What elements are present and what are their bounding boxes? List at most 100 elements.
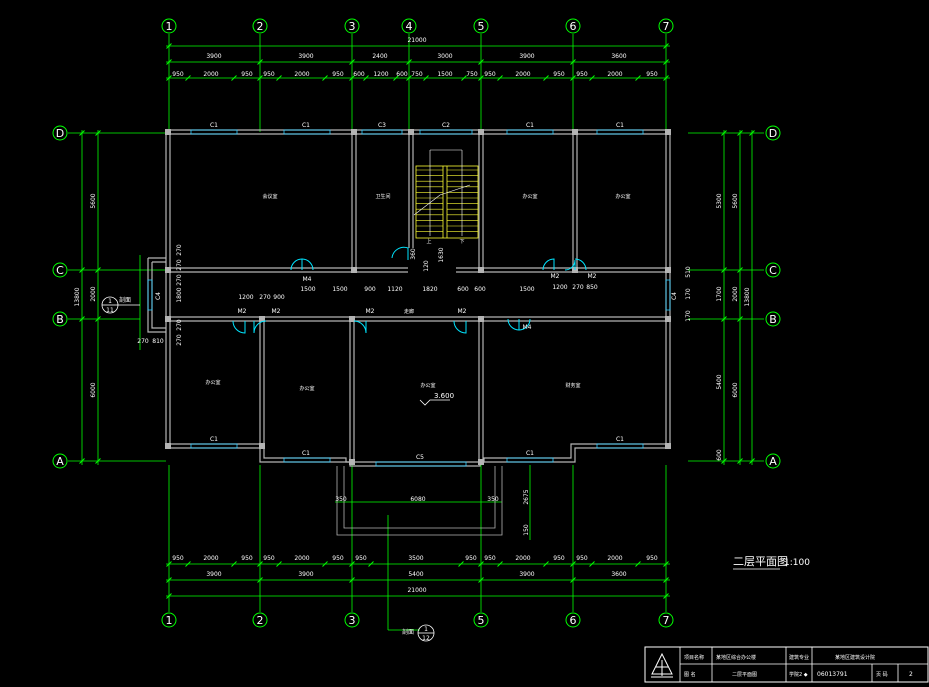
dim-bottom-bay-2: 5400 xyxy=(408,571,423,578)
dim-entrance-0: 350 xyxy=(335,496,347,503)
dim-right-sub-1: 1700 xyxy=(716,286,723,301)
axis-bubble-right-A-label: A xyxy=(769,455,777,468)
room-label-7: 财务室 xyxy=(565,382,580,389)
axis-bubble-bottom-3: 3 xyxy=(344,612,360,628)
dim-bottom-seg-1: 2000 xyxy=(203,555,218,562)
axis-bubble-top-2-label: 2 xyxy=(257,20,264,33)
dim-right-door-1: 270 xyxy=(572,284,584,291)
stair-down-label: 下 xyxy=(459,239,464,245)
door-label-6: M2 xyxy=(551,273,560,280)
tb-design-value: 某地区建筑设计院 xyxy=(835,654,875,661)
dim-corridor-1: 1500 xyxy=(332,286,347,293)
door-label-0: M4 xyxy=(303,276,312,283)
axis-bubble-right-B: B xyxy=(765,311,781,327)
dim-top-overall: 21000 xyxy=(407,37,426,44)
dim-entrance-2: 350 xyxy=(487,496,499,503)
dim-right-bay-2: 6000 xyxy=(732,382,739,397)
axis-bubble-top-1: 1 xyxy=(161,18,177,34)
section-mark-bottom: 1 12 剖面 xyxy=(402,624,435,642)
axis-bubble-top-4-label: 4 xyxy=(406,20,413,33)
room-label-1: 卫生间 xyxy=(375,193,390,200)
detail-mark-num: 1 xyxy=(424,626,428,633)
window-label-bottom-3: C1 xyxy=(526,450,534,457)
room-label-2: 办公室 xyxy=(522,193,537,200)
section-mark-label: 剖面 xyxy=(119,296,131,304)
dim-entrance-1: 6080 xyxy=(410,496,425,503)
tb-drawing-name: 二层平面图 xyxy=(732,672,757,678)
dim-left-small-3: 270 xyxy=(176,319,183,331)
dim-bottom-seg-3: 950 xyxy=(263,555,275,562)
dim-left-bay-2: 6000 xyxy=(90,382,97,397)
tb-student-value: 06013791 xyxy=(817,671,848,678)
detail-mark-den: 12 xyxy=(422,635,430,642)
dim-bottom-seg-2: 950 xyxy=(241,555,253,562)
detail-mark-label: 剖面 xyxy=(402,628,414,636)
window-label-side-left: C4 xyxy=(155,292,162,300)
dim-top-seg-7: 1200 xyxy=(373,71,388,78)
axis-bubble-top-6: 6 xyxy=(565,18,581,34)
door-label-3: M2 xyxy=(366,308,375,315)
walls xyxy=(147,129,671,467)
axis-bubble-left-B-label: B xyxy=(56,313,64,326)
dim-corridor-4: 1820 xyxy=(422,286,437,293)
axis-bubble-top-7: 7 xyxy=(658,18,674,34)
axis-bubble-right-B-label: B xyxy=(769,313,777,326)
window-label-top-3: C2 xyxy=(442,122,450,129)
window-label-bottom-4: C1 xyxy=(616,436,624,443)
axis-bubble-right-C-label: C xyxy=(769,264,777,277)
dim-top-bay-0: 3900 xyxy=(206,53,221,60)
room-label-4: 办公室 xyxy=(205,379,220,386)
axis-bubble-bottom-6: 6 xyxy=(565,612,581,628)
window-label-side-right: C4 xyxy=(671,292,678,300)
dim-top-bay-2: 2400 xyxy=(372,53,387,60)
dim-top-seg-13: 2000 xyxy=(515,71,530,78)
dim-left-overall: 13800 xyxy=(74,287,81,306)
dim-left-small-6: 270 xyxy=(137,338,149,345)
dim-bottom-seg-7: 3500 xyxy=(408,555,423,562)
dim-right-small-0: 510 xyxy=(685,266,692,278)
drawing-title-group: 二层平面图 1:100 xyxy=(733,555,810,570)
elevation-mark: 3.600 xyxy=(419,392,454,406)
elevation-value: 3.600 xyxy=(434,392,454,400)
dim-top-seg-0: 950 xyxy=(172,71,184,78)
dim-right-sub-0: 5300 xyxy=(716,193,723,208)
dim-top-seg-6: 600 xyxy=(353,71,365,78)
corridor-label: 走廊 xyxy=(404,308,414,315)
dim-bottom-seg-6: 950 xyxy=(355,555,367,562)
room-label-5: 办公室 xyxy=(299,385,314,392)
dim-stair-0: 360 xyxy=(410,248,417,260)
door-label-5: M4 xyxy=(523,324,532,331)
stair-treads xyxy=(416,169,478,232)
window-label-top-0: C1 xyxy=(210,122,218,129)
section-mark-den: 11 xyxy=(106,307,114,314)
axis-bubble-left-A: A xyxy=(52,453,68,469)
room-label-6: 办公室 xyxy=(420,382,435,389)
dim-bottom-seg-4: 2000 xyxy=(294,555,309,562)
axis-bubble-top-5-label: 5 xyxy=(478,20,485,33)
axis-bubble-bottom-1-label: 1 xyxy=(166,614,173,627)
staircase xyxy=(415,165,479,239)
dim-right-bay-0: 5600 xyxy=(732,193,739,208)
axis-bubble-top-5: 5 xyxy=(473,18,489,34)
dim-top-seg-9: 750 xyxy=(411,71,423,78)
title-block: 项目名称 某地区综合办公楼 图 名 二层平面图 建筑专业 某地区建筑设计院 学院… xyxy=(644,646,929,683)
dim-bottom-seg-0: 950 xyxy=(172,555,184,562)
dim-top-bay-5: 3600 xyxy=(611,53,626,60)
dim-left-bay-0: 5600 xyxy=(90,193,97,208)
dim-corridor-lower-0: 1200 xyxy=(238,294,253,301)
window-label-bottom-2: C5 xyxy=(416,454,424,461)
dim-corridor-0: 1500 xyxy=(300,286,315,293)
door-label-1: M2 xyxy=(238,308,247,315)
axis-bubble-top-3: 3 xyxy=(344,18,360,34)
dim-top-seg-10: 1500 xyxy=(437,71,452,78)
dim-right-bay-1: 2000 xyxy=(732,286,739,301)
room-label-0: 会议室 xyxy=(262,193,277,200)
dim-stair-1: 120 xyxy=(423,260,430,272)
dim-right-sub-2: 5400 xyxy=(716,374,723,389)
tb-project-name: 某地区综合办公楼 xyxy=(716,654,756,661)
window-label-bottom-0: C1 xyxy=(210,436,218,443)
drawing-scale: 1:100 xyxy=(784,558,810,568)
window-label-top-1: C1 xyxy=(302,122,310,129)
